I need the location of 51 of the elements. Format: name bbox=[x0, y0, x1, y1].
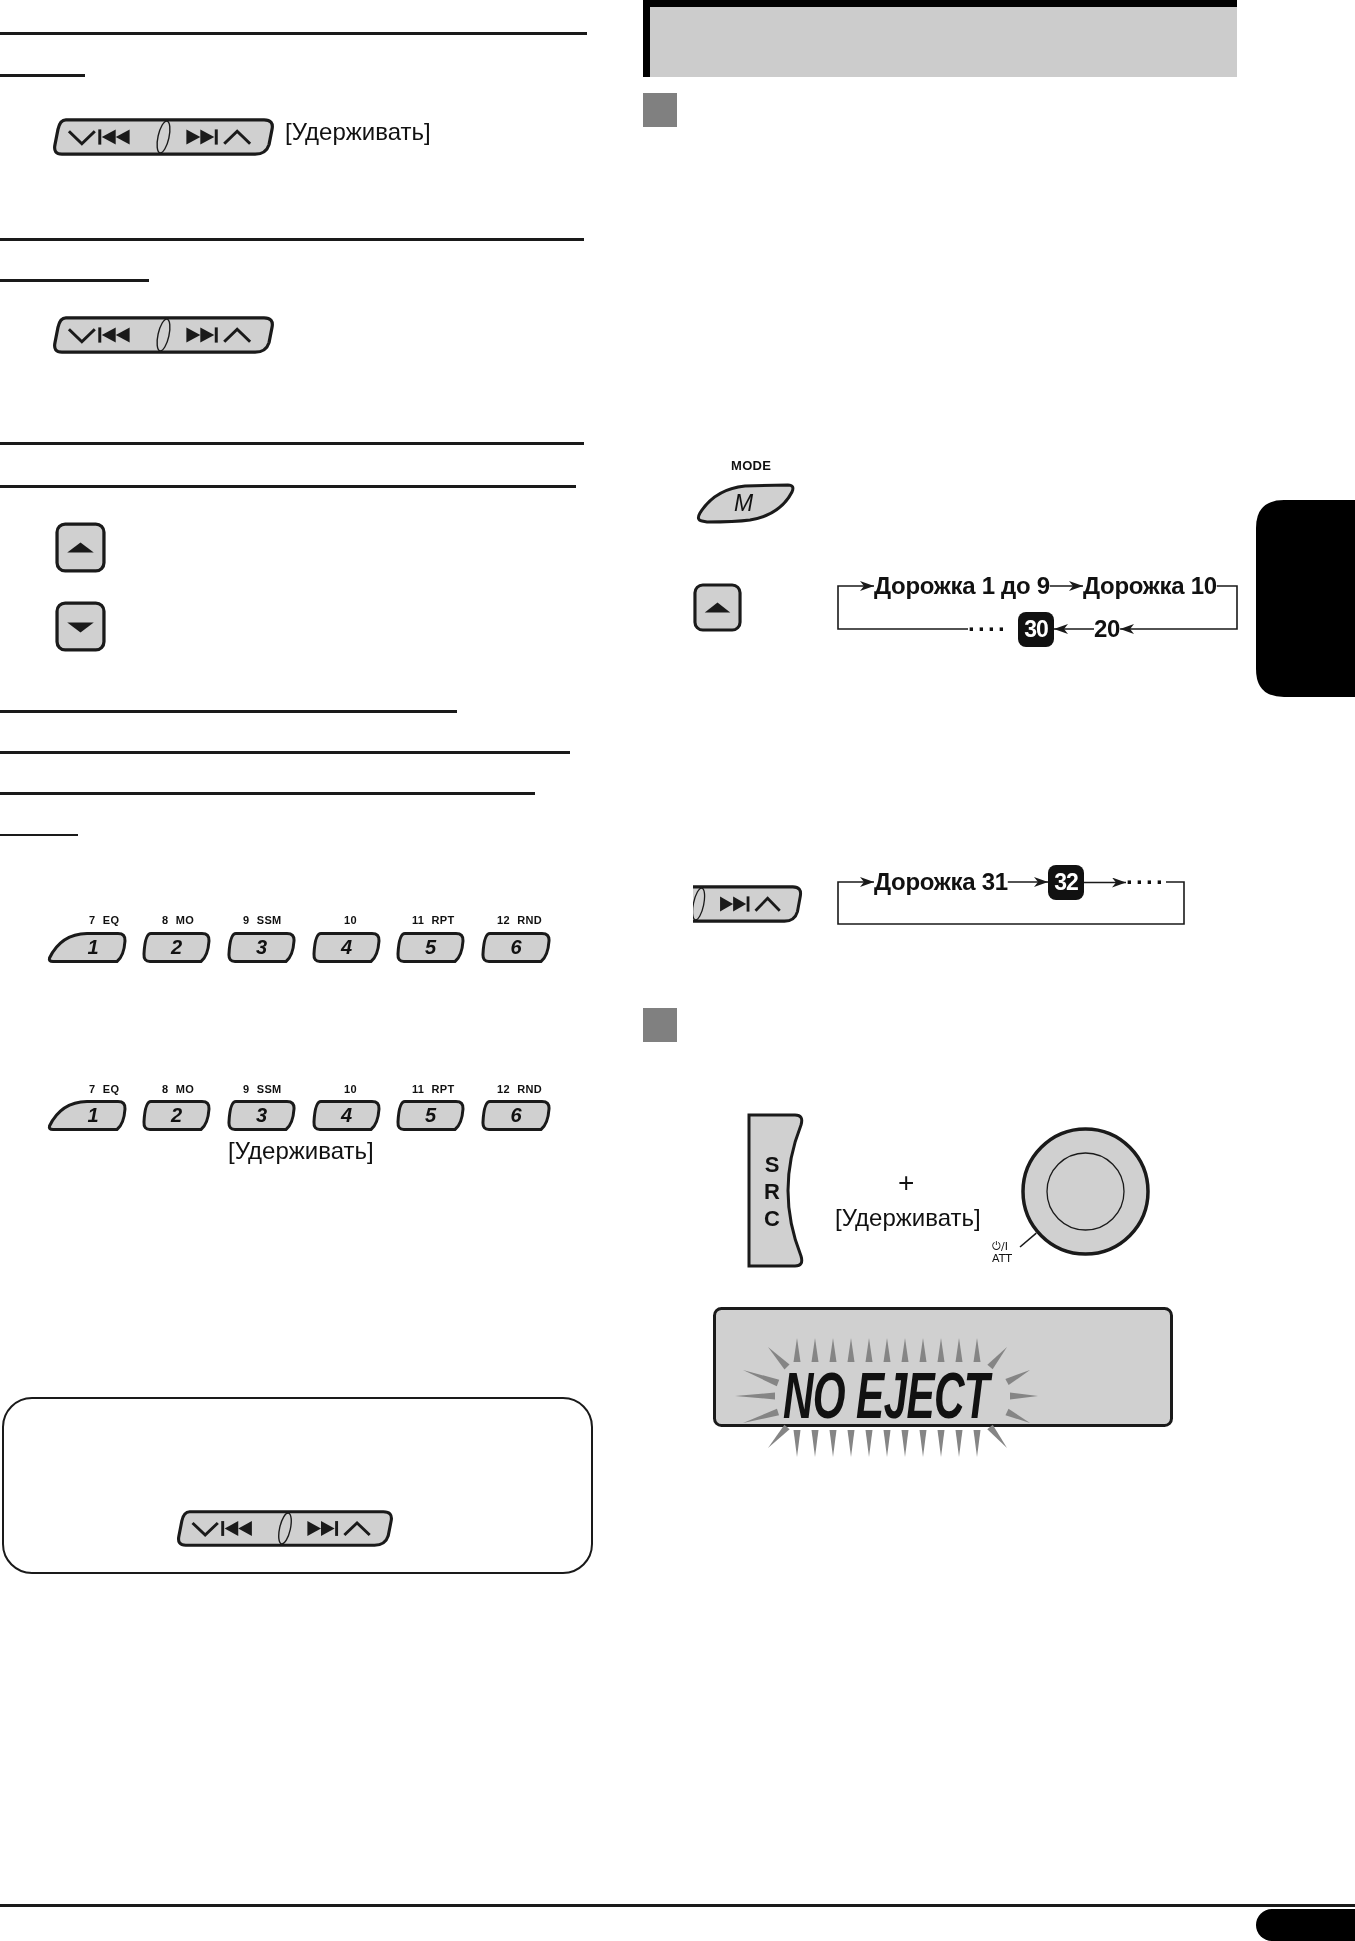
number-badge: 30 bbox=[1018, 612, 1054, 647]
preset-button: 6 bbox=[481, 1100, 551, 1131]
track-label: Дорожка 31 bbox=[874, 867, 1008, 897]
hold-label: [Удерживать] bbox=[228, 1136, 374, 1166]
power-att-label: ⏻/I ATT bbox=[992, 1241, 1020, 1265]
preset-button: 3 bbox=[227, 1100, 296, 1131]
preset-button: 3 bbox=[227, 932, 296, 963]
preset-button: 2 bbox=[142, 1100, 211, 1131]
arrow bbox=[1119, 585, 1238, 634]
button-label: 12 RND bbox=[497, 914, 542, 927]
preset-button: 1 bbox=[47, 1100, 127, 1131]
button-label: MODE bbox=[731, 458, 772, 473]
preset-button: 4 bbox=[312, 1100, 381, 1131]
track-label: Дорожка 10 bbox=[1083, 571, 1217, 601]
track-label: 20 bbox=[1094, 614, 1121, 644]
button-label: 9 SSM bbox=[243, 1083, 282, 1096]
button-label: 10 bbox=[344, 1083, 357, 1096]
hold-label: [Удерживать] bbox=[285, 117, 431, 147]
side-tab bbox=[1256, 500, 1355, 697]
preset-button: 6 bbox=[481, 932, 551, 963]
track-label: Дорожка 1 до 9 bbox=[874, 571, 1050, 601]
preset-button: 5 bbox=[396, 932, 465, 963]
preset-button: 1 bbox=[47, 932, 127, 963]
control-knob bbox=[1021, 1127, 1150, 1256]
button-label: 8 MO bbox=[162, 914, 195, 927]
lcd-display: NO EJECT bbox=[713, 1307, 1173, 1427]
button-label: 11 RPT bbox=[412, 914, 455, 927]
preset-button: 5 bbox=[396, 1100, 465, 1131]
button-label: 11 RPT bbox=[412, 1083, 455, 1096]
ellipsis: ···· bbox=[1126, 867, 1166, 897]
arrow bbox=[1049, 581, 1084, 591]
preset-button: 2 bbox=[142, 932, 211, 963]
ellipsis: ···· bbox=[968, 614, 1008, 644]
arrow bbox=[1083, 877, 1127, 888]
button-label: 8 MO bbox=[162, 1083, 195, 1096]
button-label: 7 EQ bbox=[89, 1083, 120, 1096]
leader-line bbox=[1019, 1232, 1038, 1248]
preset-button: 4 bbox=[312, 932, 381, 963]
hold-label: [Удерживать] bbox=[835, 1203, 981, 1233]
plus-sign: + bbox=[898, 1168, 915, 1198]
arrow bbox=[1053, 624, 1095, 634]
arrow bbox=[837, 581, 969, 630]
number-badge: 32 bbox=[1048, 865, 1084, 900]
button-label: 7 EQ bbox=[89, 914, 120, 927]
source-button: S R C bbox=[747, 1113, 805, 1268]
button-label: 12 RND bbox=[497, 1083, 542, 1096]
arrow bbox=[1007, 877, 1049, 887]
button-label: 9 SSM bbox=[243, 914, 282, 927]
arrow bbox=[837, 877, 1185, 925]
mode-button: M bbox=[695, 483, 796, 523]
button-label: 10 bbox=[344, 914, 357, 927]
